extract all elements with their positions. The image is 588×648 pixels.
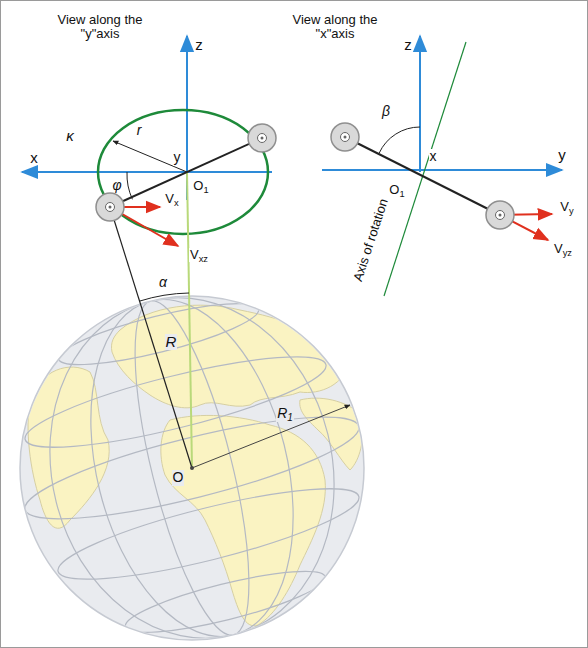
center-point [190,466,194,470]
radius-line [110,207,192,468]
rod [110,138,262,207]
symbol-label: φ [111,178,122,193]
alpha-arc [140,293,189,301]
symbol-label: α [158,275,168,290]
panel-heading: View along the "y"axis [51,13,149,42]
y-axis [322,169,562,171]
axis-label: z [194,37,204,54]
symbol-label: R [165,334,178,351]
vector-label: Vxz [189,248,209,262]
symbol-label: β [381,104,391,119]
beta-arc [379,127,420,153]
axis-label: x [29,150,39,167]
rotation-axis [384,42,466,296]
vector-label: Vy [559,200,574,214]
z-axis [419,36,421,172]
vector-label: Vx [164,192,179,206]
vector-label: Vyz [553,242,573,256]
panel-heading: View along the "x"axis [286,13,384,42]
r1-dimension [192,405,350,468]
axis-label: z [403,37,413,54]
point-label: O [172,470,185,485]
symbol-label: κ [65,128,75,145]
axis-label: x [429,149,438,164]
globe [0,259,401,648]
weight [331,123,359,151]
symbol-label: r [136,123,143,138]
x-axis [22,171,272,173]
symbol-label: R1 [276,406,294,421]
weight [486,201,514,229]
point-label: O1 [192,179,209,193]
point-label: O1 [388,183,405,197]
weight [96,193,124,221]
axis-label: y [173,150,182,165]
r-arrow [113,141,187,172]
weight [248,124,276,152]
center-line [187,172,192,468]
rod [345,137,500,215]
axis-label: y [557,147,567,164]
annotation: Axis of rotation [351,196,392,284]
phi-arc [127,172,132,199]
